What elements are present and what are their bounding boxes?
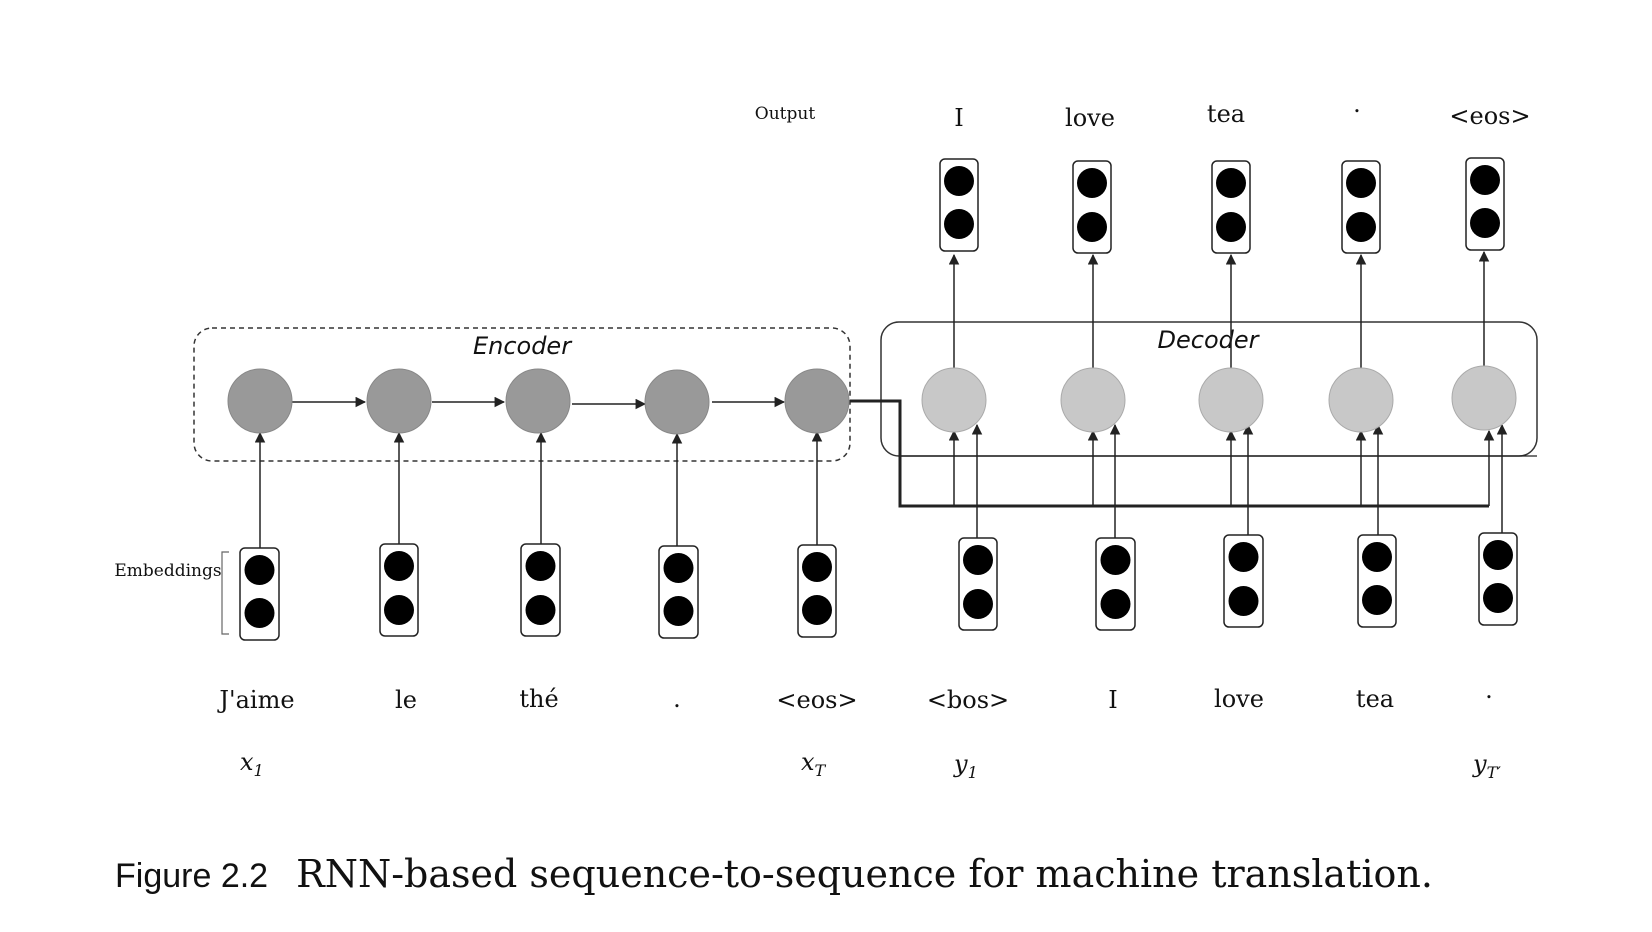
output-vector: [1341, 160, 1381, 254]
encoder-token: .: [673, 685, 681, 713]
encoder-nodes: [227, 368, 850, 435]
embeddings-bracket: [221, 551, 229, 635]
output-label: Output: [755, 104, 816, 124]
encoder-recurrent-arrows: [292, 396, 786, 410]
encoder-token: thé: [519, 685, 558, 713]
decoder-embeddings: [958, 532, 1518, 631]
figure-number: Figure 2.2: [115, 857, 269, 895]
embedding-vector: [797, 544, 837, 638]
output-token: tea: [1207, 100, 1245, 128]
output-tokens: I love tea . <eos>: [954, 90, 1530, 132]
decoder-node: [1060, 367, 1126, 433]
decoder-node: [1328, 367, 1394, 433]
variable-x1: x1: [240, 748, 264, 780]
embedding-vector: [520, 543, 561, 637]
decoder-input-arrows: [971, 423, 1508, 538]
decoder-output-arrows: [948, 250, 1490, 370]
variable-y1: y1: [953, 750, 978, 782]
encoder-box: [193, 327, 851, 462]
output-token: I: [954, 104, 963, 132]
decoder-input-token: love: [1214, 685, 1264, 713]
embedding-vector: [379, 543, 419, 637]
output-token: love: [1065, 104, 1115, 132]
decoder-input-tokens: <bos> I love tea .: [927, 676, 1493, 714]
variable-labels: x1 xT y1 yT′: [240, 748, 1501, 782]
encoder-input-arrows: [254, 430, 823, 548]
decoder-input-token: I: [1108, 686, 1117, 714]
encoder-node: [644, 369, 710, 435]
output-token: <eos>: [1449, 102, 1530, 130]
embedding-vector: [658, 545, 699, 639]
variable-xT: xT: [801, 748, 827, 780]
encoder-token: le: [395, 686, 417, 714]
decoder-node: [1451, 365, 1517, 431]
output-vectors: [939, 157, 1505, 254]
embedding-vector: [958, 537, 998, 631]
encoder-node: [227, 368, 293, 434]
embedding-vector: [1223, 534, 1264, 628]
decoder-node: [921, 367, 987, 433]
decoder-input-token: .: [1485, 676, 1493, 704]
figure-caption: Figure 2.2 RNN-based sequence-to-sequence…: [115, 852, 1555, 902]
encoder-node: [505, 368, 571, 434]
decoder-label: Decoder: [1158, 326, 1261, 354]
encoder-tokens: J'aime le thé . <eos>: [216, 685, 857, 714]
output-vector: [1072, 160, 1112, 254]
embedding-vector: [1357, 534, 1397, 628]
encoder-embeddings: [239, 543, 837, 641]
output-token: .: [1353, 90, 1361, 118]
context-vector-line: [850, 399, 1489, 508]
variable-yT: yT′: [1472, 750, 1501, 782]
output-vector: [1465, 157, 1505, 251]
context-arrows: [948, 429, 1495, 506]
encoder-node: [366, 368, 432, 434]
decoder-input-token: <bos>: [927, 686, 1009, 714]
encoder-token: J'aime: [216, 686, 294, 714]
output-vector: [1211, 160, 1251, 254]
encoder-token: <eos>: [776, 686, 857, 714]
encoder-label: Encoder: [473, 332, 573, 360]
embedding-vector: [1095, 537, 1136, 631]
caption-text: RNN-based sequence-to-sequence for machi…: [296, 852, 1433, 896]
decoder-input-token: tea: [1356, 685, 1394, 713]
decoder-nodes: [921, 365, 1517, 433]
output-vector: [939, 158, 979, 252]
decoder-node: [1198, 367, 1264, 433]
embedding-vector: [239, 547, 280, 641]
embeddings-label: Embeddings: [114, 561, 221, 581]
encoder-node: [784, 368, 850, 434]
embedding-vector: [1478, 532, 1518, 626]
